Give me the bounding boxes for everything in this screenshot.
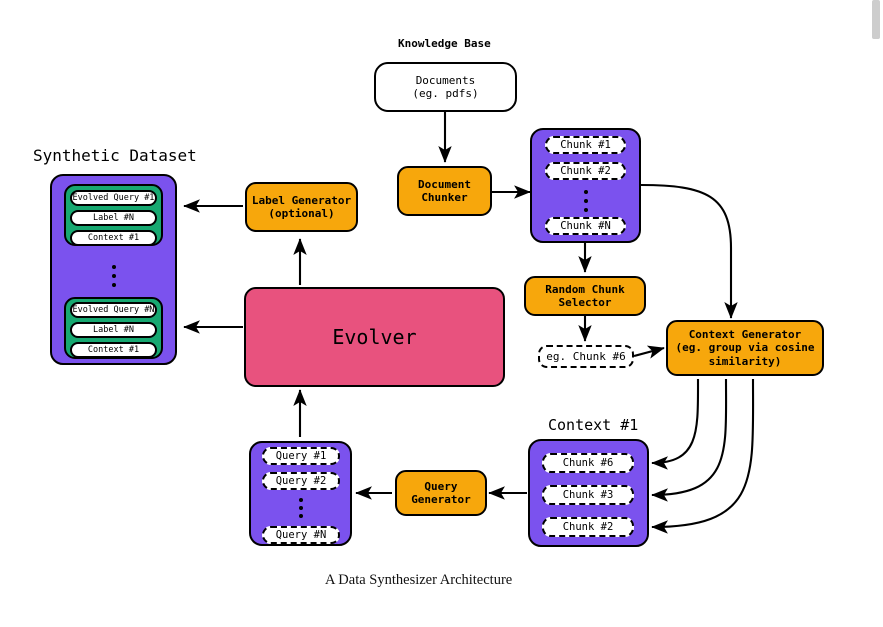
random-chunk-selector-line2: Selector bbox=[558, 296, 612, 309]
documents-line2: (eg. pdfs) bbox=[412, 87, 479, 100]
chunk-panel-item-0[interactable]: Chunk #1 bbox=[545, 136, 626, 154]
evolver-label: Evolver bbox=[332, 324, 417, 349]
query-generator-line1: Query bbox=[424, 479, 458, 493]
dataset-record-1-context[interactable]: Context #1 bbox=[70, 342, 157, 358]
documents-node[interactable]: Documents (eg. pdfs) bbox=[374, 62, 517, 112]
chunk-panel-item-2[interactable]: Chunk #N bbox=[545, 217, 626, 235]
label-generator-line2: (optional) bbox=[268, 207, 335, 220]
query-panel-item-1[interactable]: Query #2 bbox=[262, 472, 340, 490]
context-panel-item-1[interactable]: Chunk #3 bbox=[542, 485, 634, 505]
dataset-record-0-context[interactable]: Context #1 bbox=[70, 230, 157, 246]
documents-line1: Documents bbox=[415, 73, 476, 87]
context-1-title: Context #1 bbox=[548, 416, 639, 434]
label-generator-node[interactable]: Label Generator (optional) bbox=[245, 182, 358, 232]
context-generator-node[interactable]: Context Generator (eg. group via cosine … bbox=[666, 320, 824, 376]
context-generator-line2: (eg. group via cosine bbox=[675, 341, 815, 355]
dataset-record-0-label[interactable]: Label #N bbox=[70, 210, 157, 226]
context-generator-line1: Context Generator bbox=[688, 327, 802, 341]
query-panel-item-2[interactable]: Query #N bbox=[262, 526, 340, 544]
figure-caption: A Data Synthesizer Architecture bbox=[325, 572, 513, 588]
document-chunker-node[interactable]: Document Chunker bbox=[397, 166, 492, 216]
query-panel-item-0[interactable]: Query #1 bbox=[262, 447, 340, 465]
dataset-record-1-query[interactable]: Evolved Query #N bbox=[70, 302, 157, 318]
chunk-panel-item-1[interactable]: Chunk #2 bbox=[545, 162, 626, 180]
synthetic-dataset-title: Synthetic Dataset bbox=[33, 146, 197, 165]
edge-contextgen-to-chunk2 bbox=[651, 378, 755, 534]
scrollbar-track[interactable] bbox=[872, 0, 883, 627]
query-generator-line2: Generator bbox=[411, 493, 471, 506]
knowledge-base-title: Knowledge Base bbox=[398, 37, 491, 50]
edge-contextgen-to-chunk6 bbox=[651, 378, 700, 470]
query-generator-node[interactable]: Query Generator bbox=[395, 470, 487, 516]
dataset-record-0-query[interactable]: Evolved Query #1 bbox=[70, 190, 157, 206]
label-generator-line1: Label Generator bbox=[251, 193, 352, 207]
query-panel-ellipsis bbox=[298, 498, 303, 518]
edge-contextgen-to-chunk3 bbox=[651, 378, 728, 502]
scrollbar-thumb[interactable] bbox=[872, 0, 880, 39]
dataset-record-1-label[interactable]: Label #N bbox=[70, 322, 157, 338]
dataset-panel-ellipsis bbox=[111, 265, 116, 287]
selected-chunk-node[interactable]: eg. Chunk #6 bbox=[538, 345, 634, 368]
context-panel-item-0[interactable]: Chunk #6 bbox=[542, 453, 634, 473]
context-generator-line3: similarity) bbox=[708, 354, 782, 368]
random-chunk-selector-line1: Random Chunk bbox=[545, 282, 625, 296]
random-chunk-selector-node[interactable]: Random Chunk Selector bbox=[524, 276, 646, 316]
chunk-panel-ellipsis bbox=[583, 190, 588, 212]
edge-chunks-to-contextgen bbox=[640, 183, 738, 319]
document-chunker-line1: Document bbox=[418, 177, 471, 191]
context-panel-item-2[interactable]: Chunk #2 bbox=[542, 517, 634, 537]
document-chunker-line2: Chunker bbox=[421, 191, 468, 204]
edge-selected-to-contextgen bbox=[633, 345, 665, 359]
evolver-node[interactable]: Evolver bbox=[244, 287, 505, 387]
